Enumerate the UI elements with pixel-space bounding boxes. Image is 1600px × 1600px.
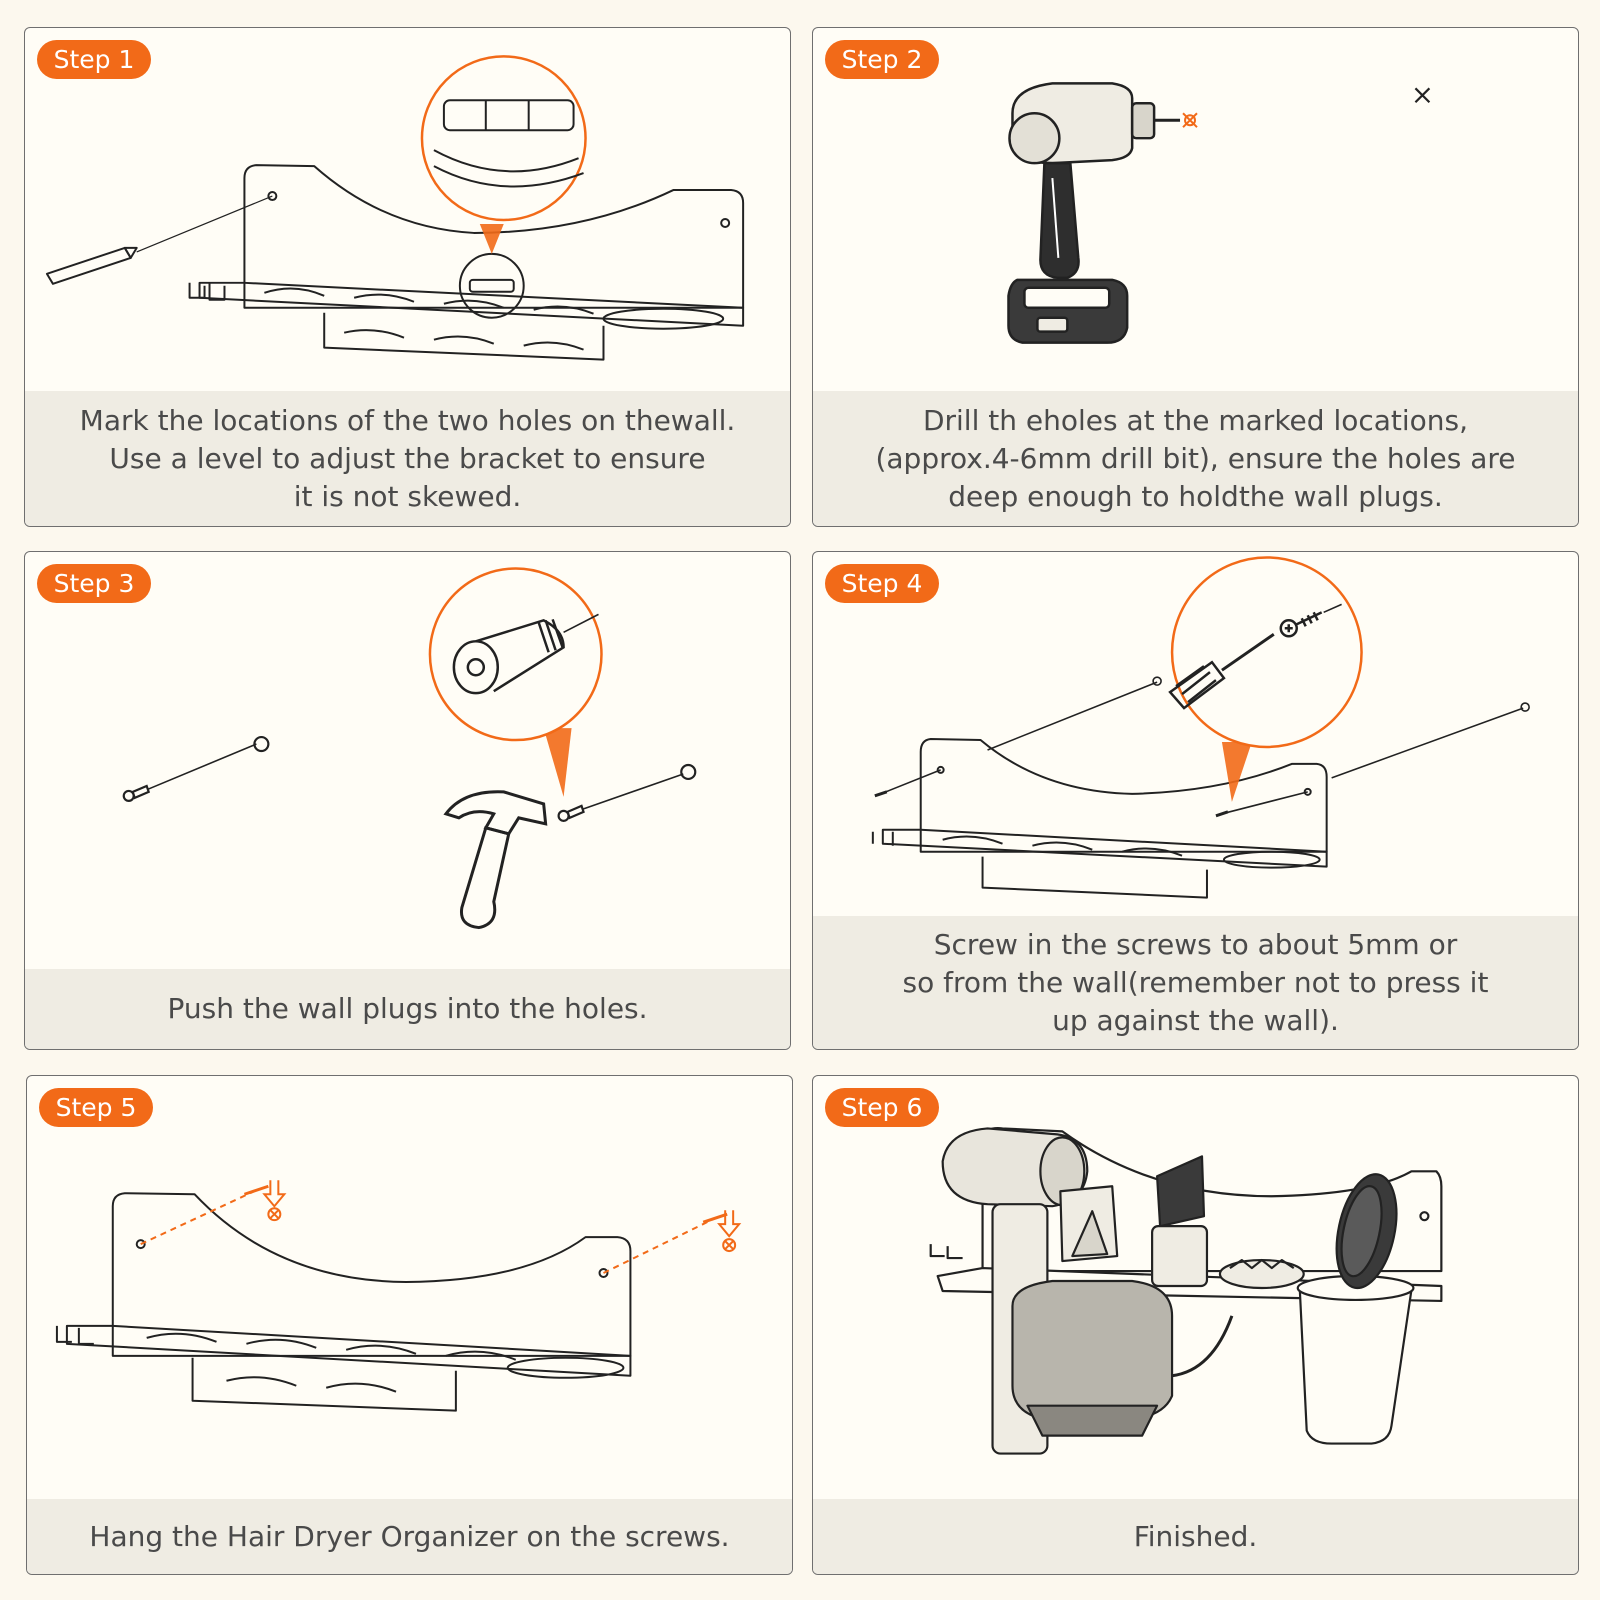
step-2-panel: Step 2 Drill th ehole xyxy=(812,27,1579,527)
step-2-caption: Drill th eholes at the marked locations,… xyxy=(813,391,1578,526)
step-1-caption-line-1: Mark the locations of the two holes on t… xyxy=(79,403,736,437)
screwdriver-icon xyxy=(1168,603,1342,710)
step-1-caption-line-2: Use a level to adjust the bracket to ens… xyxy=(109,441,706,475)
step-1-caption-line-3: it is not skewed. xyxy=(293,479,522,513)
step-5-illustration xyxy=(55,1180,742,1412)
step-4-illustration xyxy=(871,556,1530,899)
step-6-panel: Step 6 xyxy=(812,1075,1579,1575)
down-arrow-icon xyxy=(262,1180,287,1222)
close-icon xyxy=(1414,87,1431,104)
step-4-caption-line-1: Screw in the screws to about 5mm or xyxy=(933,927,1458,961)
step-2-caption-line-1: Drill th eholes at the marked locations, xyxy=(922,403,1469,437)
brush-icon xyxy=(1151,1155,1209,1288)
step-4-caption: Screw in the screws to about 5mm or so f… xyxy=(813,916,1578,1049)
bracket-shelf xyxy=(198,281,745,327)
brush-icon xyxy=(1335,1173,1398,1290)
drill-icon xyxy=(1007,82,1181,344)
step-3-panel: Step 3 xyxy=(24,551,791,1050)
step-3-caption: Push the wall plugs into the holes. xyxy=(25,969,790,1049)
step-4-caption-line-3: up against the wall). xyxy=(1052,1003,1339,1037)
hair-dryer-icon xyxy=(941,1127,1234,1455)
step-5-caption-line-1: Hang the Hair Dryer Organizer on the scr… xyxy=(89,1519,730,1553)
step-5-badge: Step 5 xyxy=(39,1088,153,1127)
down-arrow-icon xyxy=(717,1210,742,1253)
level-icon xyxy=(420,55,587,254)
step-3-caption-line-1: Push the wall plugs into the holes. xyxy=(167,992,648,1025)
step-6-caption: Finished. xyxy=(813,1499,1578,1574)
bracket-back-plate xyxy=(919,737,1328,853)
drill-point-mark-icon xyxy=(1182,112,1198,128)
step-1-badge: Step 1 xyxy=(37,40,151,79)
step-2-caption-line-3: deep enough to holdthe wall plugs. xyxy=(948,479,1443,513)
step-1-illustration xyxy=(45,55,745,361)
wall-plug-icon xyxy=(557,763,697,822)
step-4-caption-line-2: so from the wall(remember not to press i… xyxy=(902,965,1489,999)
step-2-caption-line-2: (approx.4-6mm drill bit), ensure the hol… xyxy=(875,441,1516,475)
screw-icon xyxy=(874,676,1530,818)
step-4-panel: Step 4 xyxy=(812,551,1579,1050)
pencil-icon xyxy=(45,195,273,285)
step-5-panel: Step 5 xyxy=(26,1075,793,1575)
step-6-illustration xyxy=(929,1127,1443,1455)
wall-plug-icon xyxy=(122,735,270,802)
step-1-caption: Mark the locations of the two holes on t… xyxy=(25,391,790,526)
step-4-badge: Step 4 xyxy=(825,564,939,603)
step-5-caption: Hang the Hair Dryer Organizer on the scr… xyxy=(27,1499,792,1574)
step-6-caption-line-1: Finished. xyxy=(1133,1519,1258,1553)
bracket-back-plate xyxy=(111,1192,632,1357)
step-1-panel: Step 1 xyxy=(24,27,791,527)
step-3-illustration xyxy=(122,567,697,930)
hammer-icon xyxy=(443,790,548,930)
step-3-badge: Step 3 xyxy=(37,564,151,603)
step-2-badge: Step 2 xyxy=(825,40,939,79)
step-2-illustration xyxy=(1007,82,1431,344)
step-6-badge: Step 6 xyxy=(825,1088,939,1127)
